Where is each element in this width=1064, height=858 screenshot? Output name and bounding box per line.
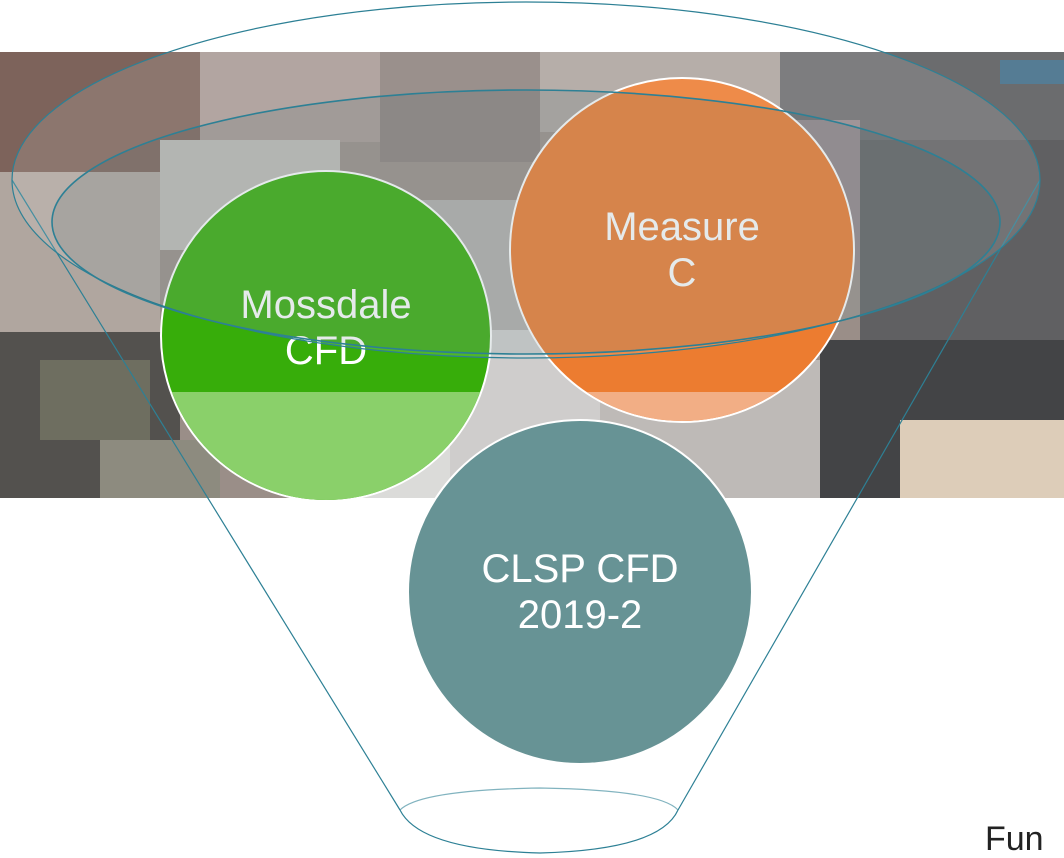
circle-lower-measure-c [586, 392, 778, 421]
circle-label-clsp: CLSP CFD [481, 547, 678, 591]
circle-lower-mossdale [171, 392, 481, 500]
circle-label-mossdale: Mossdale [240, 283, 411, 327]
circle-label-measure-c: C [668, 251, 697, 295]
circle-label-clsp: 2019-2 [518, 593, 643, 637]
funnel-outline [11, 179, 1041, 854]
circle-label-measure-c: Measure [604, 205, 760, 249]
circle-shape-clsp [407, 419, 753, 765]
funnel-rim [11, 1, 1041, 359]
funnel-caption: Fun [985, 820, 1044, 858]
circle-label-mossdale: CFD [285, 329, 367, 373]
